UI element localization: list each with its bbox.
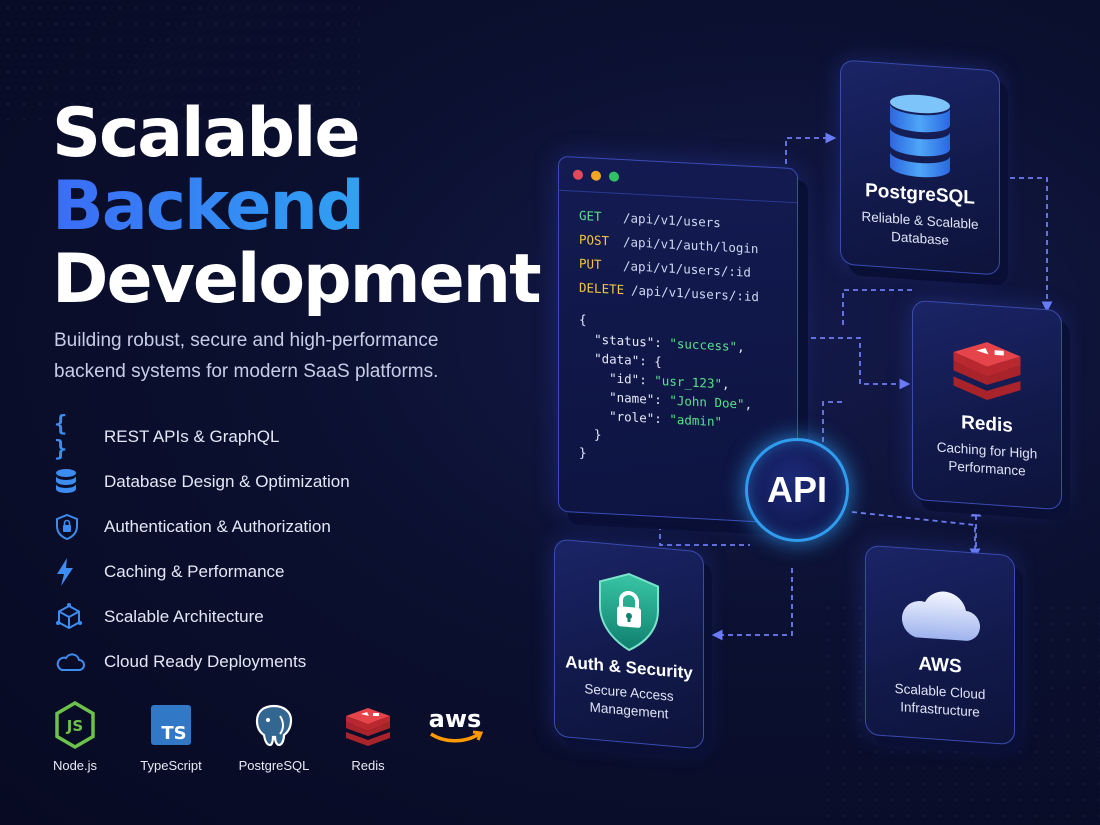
dot-pattern (0, 0, 360, 120)
tech-label: Node.js (52, 758, 98, 773)
json-value: "usr_123" (654, 372, 723, 392)
http-method: DELETE (579, 279, 625, 298)
page-title: Scalable Backend Development (52, 94, 542, 319)
tech-item: TS TypeScript (130, 700, 212, 773)
cube-network-icon (54, 602, 88, 632)
title-line-2: Backend (52, 173, 540, 246)
feature-item: Cloud Ready Deployments (54, 639, 350, 684)
window-maximize-dot (609, 170, 619, 182)
feature-label: Cloud Ready Deployments (104, 651, 307, 671)
shield-lock-icon (599, 572, 659, 652)
aws-logo-icon: aws (423, 700, 487, 750)
json-value: "success" (669, 335, 738, 355)
json-key: "id" (609, 370, 640, 387)
feature-item: Authentication & Authorization (54, 504, 350, 549)
json-key: "role" (609, 408, 655, 426)
json-value: "admin" (669, 411, 723, 430)
lightning-icon (54, 557, 88, 587)
tech-item: Redis (336, 700, 400, 773)
api-hub: API (745, 438, 849, 542)
tech-label: TypeScript (140, 758, 202, 773)
card-title: PostgreSQL (865, 180, 975, 209)
card-description: Reliable & Scalable Database (861, 208, 979, 249)
feature-label: Database Design & Optimization (104, 471, 350, 491)
redis-logo-icon (953, 342, 1021, 400)
feature-label: Caching & Performance (104, 561, 285, 581)
feature-label: REST APIs & GraphQL (104, 426, 280, 446)
typescript-logo-text: TS (161, 723, 186, 744)
json-key: "status" (594, 331, 655, 350)
redis-card: Redis Caching for High Performance (912, 299, 1062, 511)
tech-item: PostgreSQL (232, 700, 316, 773)
architecture-diagram: GET/api/v1/users POST/api/v1/auth/login … (520, 50, 1100, 790)
tech-stack: JS Node.js TS TypeScript PostgreSQL (40, 700, 510, 773)
card-description: Scalable Cloud Infrastructure (894, 680, 986, 720)
cloud-icon (901, 591, 981, 641)
redis-logo-icon (343, 700, 393, 750)
http-method: GET (579, 207, 602, 224)
http-method: PUT (579, 255, 602, 272)
tech-label: PostgreSQL (238, 758, 310, 773)
tech-label: Redis (351, 758, 385, 773)
json-key: "name" (609, 389, 655, 407)
postgresql-card: PostgreSQL Reliable & Scalable Database (840, 59, 1000, 276)
window-close-dot (573, 168, 583, 180)
card-description: Caching for High Performance (936, 439, 1038, 479)
card-title: Redis (961, 412, 1013, 437)
feature-label: Authentication & Authorization (104, 516, 331, 536)
subtitle: Building robust, secure and high-perform… (54, 330, 439, 382)
braces-icon: { } (54, 411, 70, 462)
feature-item: { } REST APIs & GraphQL (54, 411, 350, 462)
card-description: Secure Access Management (584, 681, 674, 722)
cloud-icon (54, 647, 88, 677)
auth-security-card: Auth & Security Secure Access Management (554, 538, 704, 750)
title-line-1: Scalable (52, 94, 360, 173)
card-title: Auth & Security (565, 652, 693, 683)
code-content: GET/api/v1/users POST/api/v1/auth/login … (559, 191, 797, 473)
window-minimize-dot (591, 169, 601, 181)
tech-item: JS Node.js (40, 700, 110, 773)
feature-list: { } REST APIs & GraphQL Database Design … (54, 411, 350, 684)
feature-item: Caching & Performance (54, 549, 350, 594)
shield-lock-icon (54, 512, 88, 542)
nodejs-logo-icon: JS (53, 700, 97, 750)
feature-item: Database Design & Optimization (54, 459, 350, 504)
aws-card: AWS Scalable Cloud Infrastructure (865, 544, 1015, 746)
nodejs-logo-text: JS (66, 717, 83, 735)
title-line-3: Development (52, 240, 542, 319)
tech-item: aws (420, 700, 490, 773)
database-stack-icon (890, 94, 950, 178)
json-key: "data" (594, 350, 640, 368)
http-method: POST (579, 231, 610, 249)
card-title: AWS (918, 653, 962, 678)
postgresql-logo-icon (251, 700, 297, 750)
feature-label: Scalable Architecture (104, 606, 264, 626)
feature-item: Scalable Architecture (54, 594, 350, 639)
json-value: "John Doe" (669, 392, 745, 412)
database-icon (54, 467, 88, 497)
aws-logo-text: aws (429, 705, 482, 733)
typescript-logo-icon: TS (150, 700, 192, 750)
